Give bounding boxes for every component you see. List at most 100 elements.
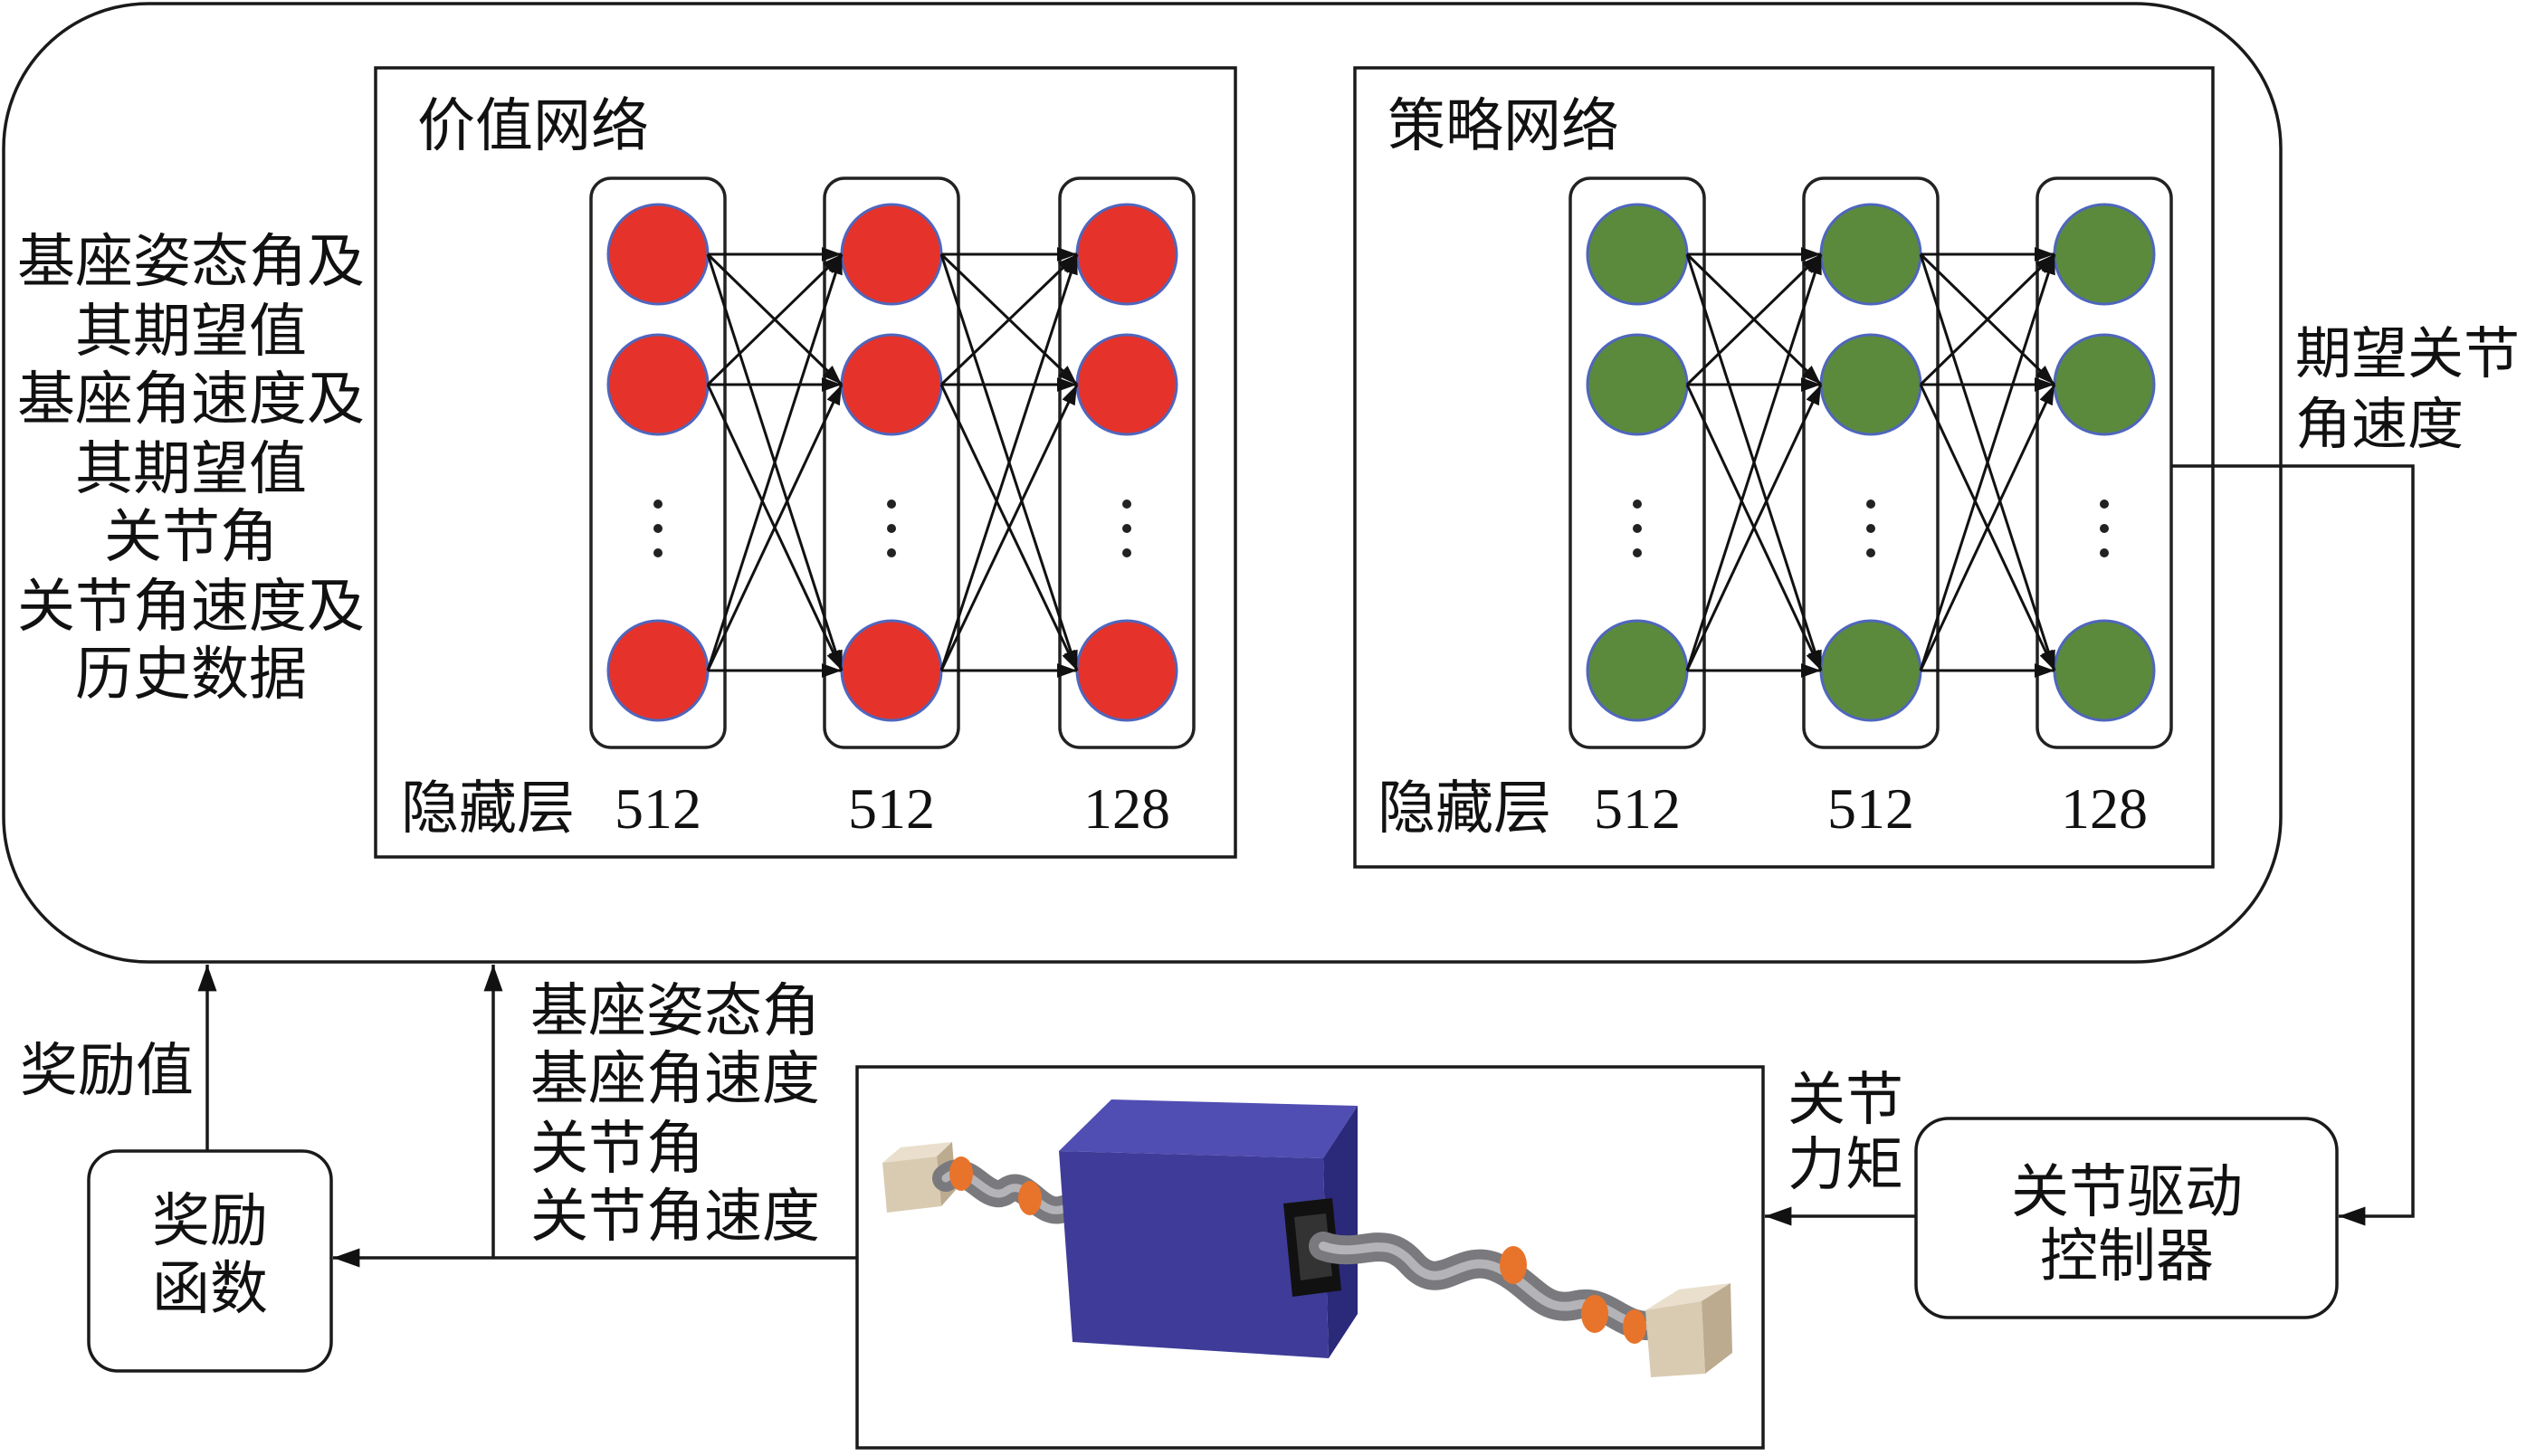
left-end-block: [882, 1156, 941, 1213]
value-ellipsis-dot: [1122, 548, 1131, 557]
value-network-graph: [589, 176, 1196, 749]
policy-ellipsis-dot: [1633, 524, 1642, 533]
value-connection-arrow: [706, 253, 844, 671]
value-node: [1075, 333, 1178, 436]
joint-drive-controller-box: [1914, 1117, 2339, 1319]
value-layer-frame: [589, 176, 727, 749]
agent-container: [2, 2, 2283, 964]
value-network-title: 价值网络: [417, 93, 649, 160]
value-ellipsis-dot: [1122, 524, 1131, 533]
joint-torque-label-line: 关节: [1788, 1067, 1903, 1134]
left-end-block-top: [882, 1142, 952, 1163]
policy-node: [1586, 619, 1689, 722]
value-node: [1075, 203, 1178, 306]
base-cube-top: [1059, 1099, 1358, 1158]
policy-layer-frame: [2035, 176, 2173, 749]
policy-layer-size: 512: [1827, 776, 1914, 841]
policy-node: [1586, 203, 1689, 306]
value-layer-frame: [823, 176, 960, 749]
policy-ellipsis-dot: [2100, 500, 2109, 509]
value-ellipsis-dot: [887, 548, 896, 557]
value-connection-arrow: [939, 252, 1079, 386]
value-network: 价值网络 隐藏层 512 512 128: [374, 66, 1237, 859]
value-ellipsis-dot: [653, 524, 663, 533]
value-layer-frame: [1058, 176, 1196, 749]
arm-joint: [1500, 1246, 1527, 1284]
policy-output-label-line: 期望关节: [2295, 320, 2520, 386]
value-connection-arrow: [706, 384, 844, 671]
state-feedback-label-line: 关节角: [530, 1116, 704, 1183]
policy-connection-arrow: [1919, 253, 2056, 671]
input-label-line: 基座姿态角及: [17, 229, 365, 296]
input-label-line: 基座角速度及: [17, 366, 365, 433]
right-end-block-side: [1702, 1283, 1732, 1374]
controller-label-line: 控制器: [2040, 1223, 2214, 1290]
reward-function-label-line: 函数: [152, 1256, 268, 1323]
value-node: [606, 619, 710, 722]
right-end-block-top: [1645, 1283, 1730, 1310]
value-layer-size: 512: [615, 776, 701, 841]
policy-node: [1819, 619, 1922, 722]
arm-joint: [949, 1156, 973, 1191]
policy-connection-arrow: [1685, 252, 1823, 386]
value-layer-size: 512: [848, 776, 935, 841]
value-network-frame: [374, 66, 1237, 859]
arm-joint: [1623, 1309, 1646, 1344]
arm-joint: [1018, 1181, 1042, 1215]
policy-ellipsis-dot: [1866, 500, 1875, 509]
policy-output-arrow: [2171, 464, 2415, 1226]
policy-connection-arrow: [1685, 253, 1823, 671]
policy-node: [1819, 333, 1922, 436]
value-ellipsis-dot: [653, 500, 663, 509]
value-connection-arrow: [939, 253, 1079, 671]
value-ellipsis-dot: [887, 524, 896, 533]
value-ellipsis-dot: [887, 500, 896, 509]
value-layer-size: 128: [1083, 776, 1170, 841]
state-feedback-label-line: 基座姿态角: [530, 978, 820, 1045]
arm-joint: [1581, 1295, 1608, 1333]
policy-connection-arrow: [1919, 384, 2056, 671]
input-label-line: 其期望值: [75, 299, 307, 366]
policy-ellipsis-dot: [1866, 524, 1875, 533]
policy-node: [2053, 203, 2156, 306]
value-hidden-layer-label: 隐藏层: [401, 776, 575, 842]
policy-ellipsis-dot: [1866, 548, 1875, 557]
policy-layer-frame: [1568, 176, 1706, 749]
base-cube-side: [1323, 1106, 1358, 1358]
reward-function-box: [87, 1149, 333, 1373]
value-node: [1075, 619, 1178, 722]
controller-label-line: 关节驱动: [2011, 1159, 2243, 1226]
base-cube: [1059, 1151, 1329, 1358]
policy-connection-arrow: [1919, 252, 2056, 386]
policy-node: [2053, 333, 2156, 436]
input-label-line: 历史数据: [75, 642, 307, 709]
value-ellipsis-dot: [1122, 500, 1131, 509]
policy-network-title: 策略网络: [1387, 93, 1619, 160]
joint-torque-label-line: 力矩: [1788, 1132, 1903, 1199]
policy-layer-size: 512: [1594, 776, 1681, 841]
policy-node: [2053, 619, 2156, 722]
value-node: [606, 203, 710, 306]
input-label-line: 关节角: [104, 504, 278, 571]
policy-ellipsis-dot: [2100, 524, 2109, 533]
policy-layer-size: 128: [2061, 776, 2148, 841]
reward-function-label-line: 奖励: [152, 1188, 268, 1255]
reward-value-label: 奖励值: [20, 1038, 194, 1105]
network-inputs: 基座姿态角及 其期望值 基座角速度及 其期望值 关节角 关节角速度及 历史数据: [17, 229, 365, 709]
state-feedback-label-line: 基座角速度: [530, 1046, 820, 1113]
value-node: [840, 619, 943, 722]
state-feedback-label-line: 关节角速度: [530, 1184, 820, 1251]
policy-layer-frame: [1802, 176, 1940, 749]
policy-network-graph: [1568, 176, 2173, 749]
input-label-line: 其期望值: [75, 436, 307, 503]
policy-connection-arrow: [1685, 384, 1823, 671]
value-connection-arrow: [706, 252, 844, 386]
value-connection-arrow: [939, 384, 1079, 671]
policy-ellipsis-dot: [1633, 500, 1642, 509]
right-end-block: [1645, 1301, 1705, 1377]
policy-node: [1586, 333, 1689, 436]
value-ellipsis-dot: [653, 548, 663, 557]
space-robot-simulation: [855, 1065, 1765, 1450]
input-label-line: 关节角速度及: [17, 574, 365, 641]
